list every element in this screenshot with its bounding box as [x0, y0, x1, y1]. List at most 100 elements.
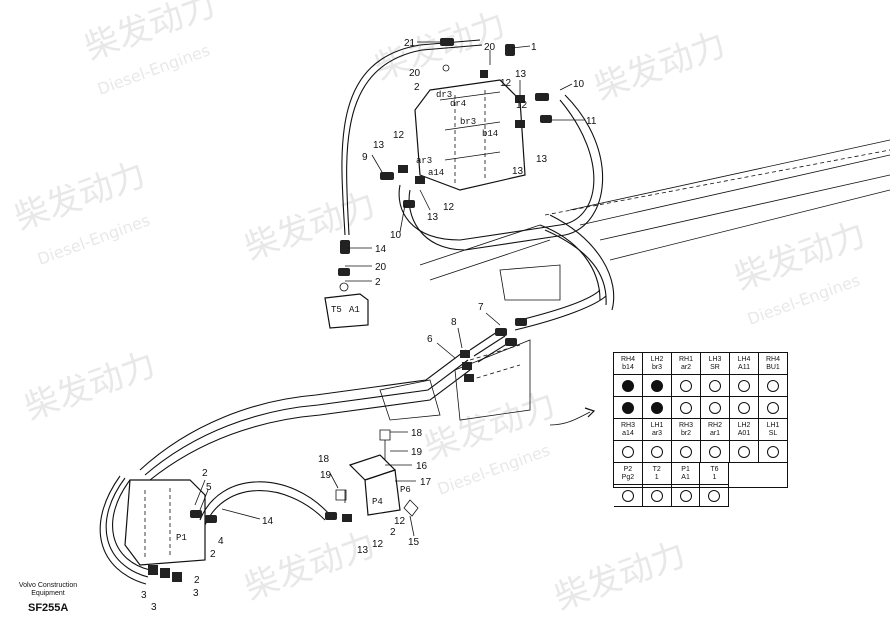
- callout: 2: [202, 468, 208, 479]
- callout: 20: [375, 262, 387, 273]
- lower-valve-block: [124, 479, 352, 582]
- empty-circle-icon: [679, 489, 692, 502]
- table-cell: [672, 375, 701, 397]
- empty-circle-icon: [738, 379, 750, 392]
- empty-circle-icon: [622, 445, 634, 458]
- empty-circle-icon: [650, 489, 663, 502]
- port-label: A1: [349, 305, 360, 315]
- figure-caption: Volvo Construction Equipment SF255A: [8, 582, 88, 614]
- watermark-brand: 柴发动力: [239, 524, 380, 608]
- callout: 12: [372, 539, 384, 550]
- callout: 1: [531, 42, 537, 53]
- callout: 19: [320, 470, 332, 481]
- port-label: P1: [176, 533, 187, 543]
- table-cell: [672, 441, 701, 463]
- filled-circle-icon: [651, 379, 663, 392]
- table-circle-row: [614, 397, 787, 419]
- table-cell: [730, 397, 759, 419]
- table-cell: [614, 485, 643, 507]
- port-label: T5: [331, 305, 342, 315]
- port-label: ar3: [416, 156, 432, 166]
- callout: 2: [194, 575, 200, 586]
- callout: 7: [478, 302, 484, 313]
- empty-circle-icon: [709, 401, 721, 414]
- caption-line: Volvo Construction: [18, 582, 78, 589]
- table-cell: [614, 397, 643, 419]
- callout: 12: [443, 202, 455, 213]
- hoses-bottom: [99, 475, 331, 585]
- empty-circle-icon: [680, 445, 692, 458]
- callout: 13: [373, 140, 385, 151]
- table-cell: [730, 375, 759, 397]
- callouts-top: 21 20 2 1 20 12 13 10 11 12 13 13 9 13 1…: [362, 38, 597, 288]
- empty-circle-icon: [767, 379, 779, 392]
- table-cell: [671, 485, 701, 507]
- callout: 20: [409, 68, 421, 79]
- table-cell: [614, 441, 643, 463]
- callout: 12: [516, 100, 528, 111]
- table-circle-row: [614, 375, 787, 397]
- port-label: a14: [428, 168, 444, 178]
- port-label: b14: [482, 129, 498, 139]
- watermark-brand: 柴发动力: [549, 534, 690, 618]
- callout: 13: [357, 545, 369, 556]
- callout: 12: [394, 516, 406, 527]
- callout: 16: [416, 461, 428, 472]
- control-valve-block: dr3 dr4 br3 b14 ar3 a14: [414, 79, 526, 191]
- callout: 10: [390, 230, 402, 241]
- table-cell: [759, 441, 787, 463]
- empty-circle-icon: [767, 401, 779, 414]
- leader-lines: [194, 41, 596, 537]
- junction-block: T5 A1: [324, 293, 369, 329]
- empty-circle-icon: [621, 489, 634, 502]
- callout: 6: [427, 334, 433, 345]
- empty-circle-icon: [708, 489, 721, 502]
- table-cell: [700, 485, 730, 507]
- port-label: P4: [372, 497, 383, 507]
- table-cell: [701, 441, 730, 463]
- watermark-brand: 柴发动力: [19, 344, 160, 428]
- callout: 2: [414, 82, 420, 93]
- filled-circle-icon: [622, 379, 634, 392]
- table-cell: [672, 397, 701, 419]
- port-label: br3: [460, 117, 476, 127]
- table-cell: [759, 397, 787, 419]
- table-cell: [730, 441, 759, 463]
- callout: 20: [484, 42, 496, 53]
- callout: 4: [218, 536, 224, 547]
- callout: 3: [193, 588, 199, 599]
- callout: 13: [427, 212, 439, 223]
- port-label: dr3: [436, 90, 452, 100]
- port-label: P6: [400, 485, 411, 495]
- table-cell: [643, 397, 672, 419]
- callout: 9: [362, 152, 368, 163]
- callout: 15: [408, 537, 420, 548]
- port-label: dr4: [450, 99, 466, 109]
- empty-circle-icon: [738, 401, 750, 414]
- fittings-top: [338, 38, 552, 292]
- callout: 10: [573, 79, 585, 90]
- table-cell: [701, 375, 730, 397]
- table-circle-row: [614, 441, 787, 463]
- valve-bracket: P6 P4: [335, 429, 419, 517]
- callout: 2: [210, 549, 216, 560]
- hoses-middle: [139, 329, 511, 481]
- callout: 12: [393, 130, 405, 141]
- callout: 2: [375, 277, 381, 288]
